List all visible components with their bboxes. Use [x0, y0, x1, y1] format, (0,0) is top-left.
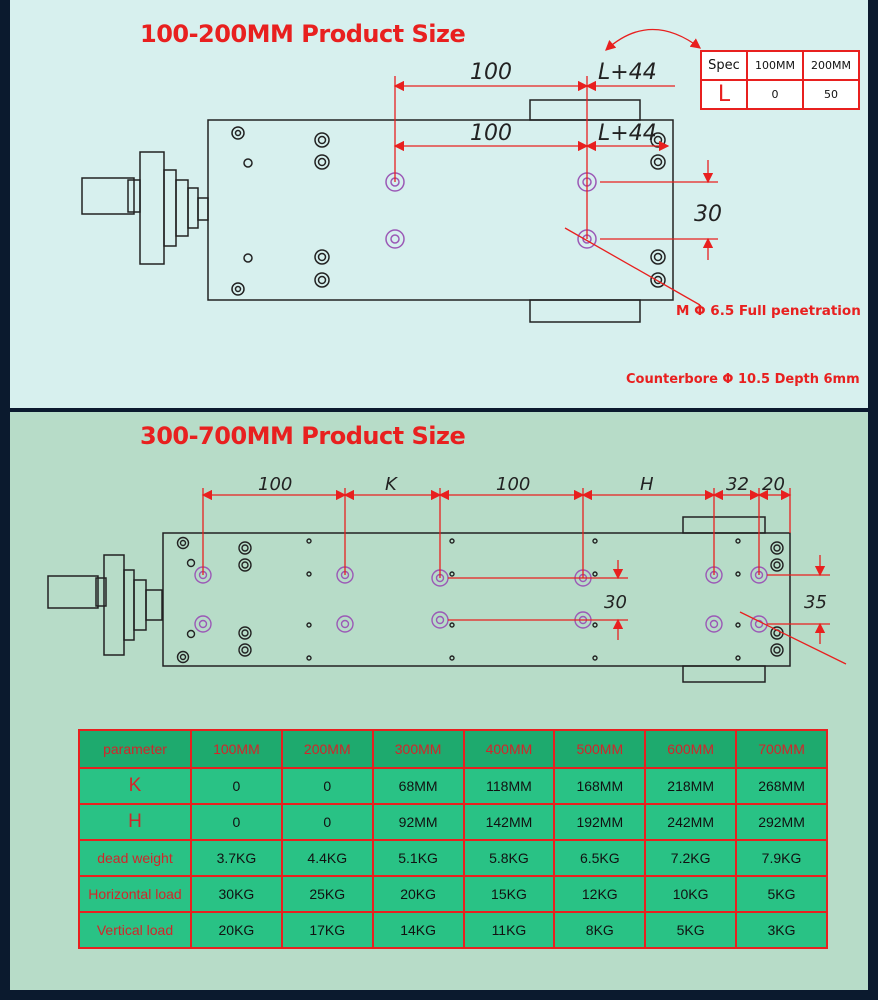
- table-row: Horizontal load 30KG 25KG 20KG 15KG 12KG…: [78, 875, 828, 913]
- table-cell: 6.5KG: [553, 839, 647, 877]
- table-cell: 5.1KG: [371, 839, 465, 877]
- spec-row-label: L: [700, 79, 748, 110]
- dim-bottom-100a: 100: [258, 474, 292, 495]
- table-cell: 10KG: [644, 875, 738, 913]
- table-cell: 17KG: [280, 911, 374, 949]
- table-cell: 92MM: [371, 803, 465, 841]
- spec-header-200: 200MM: [802, 50, 860, 81]
- param-header-cell: 200MM: [280, 729, 374, 769]
- spec-table: Spec 100MM 200MM L 0 50: [700, 50, 860, 110]
- table-cell: 11KG: [462, 911, 556, 949]
- table-row: Vertical load 20KG 17KG 14KG 11KG 8KG 5K…: [78, 911, 828, 949]
- dim-bottom-30: 30: [604, 592, 627, 613]
- bottom-drawing: [47, 516, 791, 683]
- table-cell: 3KG: [735, 911, 828, 949]
- table-cell: 268MM: [735, 767, 828, 805]
- bottom-dimension-lines: [201, 488, 847, 665]
- note-counterbore: Counterbore Φ 10.5 Depth 6mm: [626, 372, 860, 387]
- table-cell: 242MM: [644, 803, 738, 841]
- dim-bottom-k: K: [385, 474, 398, 495]
- row-header-horizontal-load: Horizontal load: [78, 875, 192, 913]
- param-header-cell: 700MM: [735, 729, 828, 769]
- table-cell: 142MM: [462, 803, 556, 841]
- note-hole: M Φ 6.5 Full penetration: [676, 303, 861, 319]
- param-header-cell: 300MM: [371, 729, 465, 769]
- table-cell: 25KG: [280, 875, 374, 913]
- table-cell: 218MM: [644, 767, 738, 805]
- table-cell: 5KG: [644, 911, 738, 949]
- top-holes: [231, 126, 666, 296]
- top-dimension-lines: [393, 28, 718, 306]
- row-header-h: H: [78, 803, 192, 841]
- dim-top-30: 30: [694, 202, 722, 227]
- table-cell: 0: [280, 767, 374, 805]
- table-cell: 118MM: [462, 767, 556, 805]
- bottom-counterbores: [194, 566, 768, 633]
- param-header-row: parameter 100MM 200MM 300MM 400MM 500MM …: [78, 729, 828, 769]
- param-header-cell: 500MM: [553, 729, 647, 769]
- table-cell: 20KG: [371, 875, 465, 913]
- table-cell: 15KG: [462, 875, 556, 913]
- table-cell: 5.8KG: [462, 839, 556, 877]
- top-dimension-labels: 100 L+44 100 L+44 30: [470, 60, 722, 227]
- table-cell: 14KG: [371, 911, 465, 949]
- param-table: parameter 100MM 200MM 300MM 400MM 500MM …: [78, 729, 828, 949]
- param-header-cell: parameter: [78, 729, 192, 769]
- dim-bottom-32: 32: [726, 474, 749, 495]
- table-cell: 12KG: [553, 875, 647, 913]
- bottom-holes: [176, 536, 784, 664]
- table-cell: 192MM: [553, 803, 647, 841]
- dim-bottom-20: 20: [762, 474, 785, 495]
- table-cell: 0: [280, 803, 374, 841]
- table-cell: 0: [190, 767, 283, 805]
- dim-top-100: 100: [470, 60, 512, 85]
- top-drawing: [81, 99, 674, 323]
- table-cell: 20KG: [190, 911, 283, 949]
- row-header-vertical-load: Vertical load: [78, 911, 192, 949]
- spec-header-100: 100MM: [746, 50, 804, 81]
- row-header-dead-weight: dead weight: [78, 839, 192, 877]
- table-cell: 0: [190, 803, 283, 841]
- dim-bottom-35: 35: [804, 592, 827, 613]
- table-cell: 7.9KG: [735, 839, 828, 877]
- dim-mid-l44: L+44: [598, 121, 657, 146]
- table-cell: 5KG: [735, 875, 828, 913]
- table-cell: 4.4KG: [280, 839, 374, 877]
- spec-row-200: 50: [802, 79, 860, 110]
- row-header-k: K: [78, 767, 192, 805]
- table-row: H 0 0 92MM 142MM 192MM 242MM 292MM: [78, 803, 828, 841]
- table-cell: 168MM: [553, 767, 647, 805]
- dim-bottom-100b: 100: [496, 474, 530, 495]
- dim-top-l44: L+44: [598, 60, 657, 85]
- dim-mid-100: 100: [470, 121, 512, 146]
- spec-row-100: 0: [746, 79, 804, 110]
- top-counterbores: [385, 172, 597, 249]
- table-cell: 30KG: [190, 875, 283, 913]
- table-row: dead weight 3.7KG 4.4KG 5.1KG 5.8KG 6.5K…: [78, 839, 828, 877]
- param-header-cell: 100MM: [190, 729, 283, 769]
- table-cell: 68MM: [371, 767, 465, 805]
- table-cell: 3.7KG: [190, 839, 283, 877]
- bottom-dimension-labels: 100 K 100 H 32 20 30 35: [258, 474, 827, 613]
- top-title: 100-200MM Product Size: [140, 20, 466, 48]
- spec-header-label: Spec: [700, 50, 748, 81]
- table-row: K 0 0 68MM 118MM 168MM 218MM 268MM: [78, 767, 828, 805]
- table-cell: 7.2KG: [644, 839, 738, 877]
- param-header-cell: 400MM: [462, 729, 556, 769]
- dim-bottom-h: H: [640, 474, 654, 495]
- param-header-cell: 600MM: [644, 729, 738, 769]
- table-cell: 8KG: [553, 911, 647, 949]
- bottom-title: 300-700MM Product Size: [140, 422, 466, 450]
- table-cell: 292MM: [735, 803, 828, 841]
